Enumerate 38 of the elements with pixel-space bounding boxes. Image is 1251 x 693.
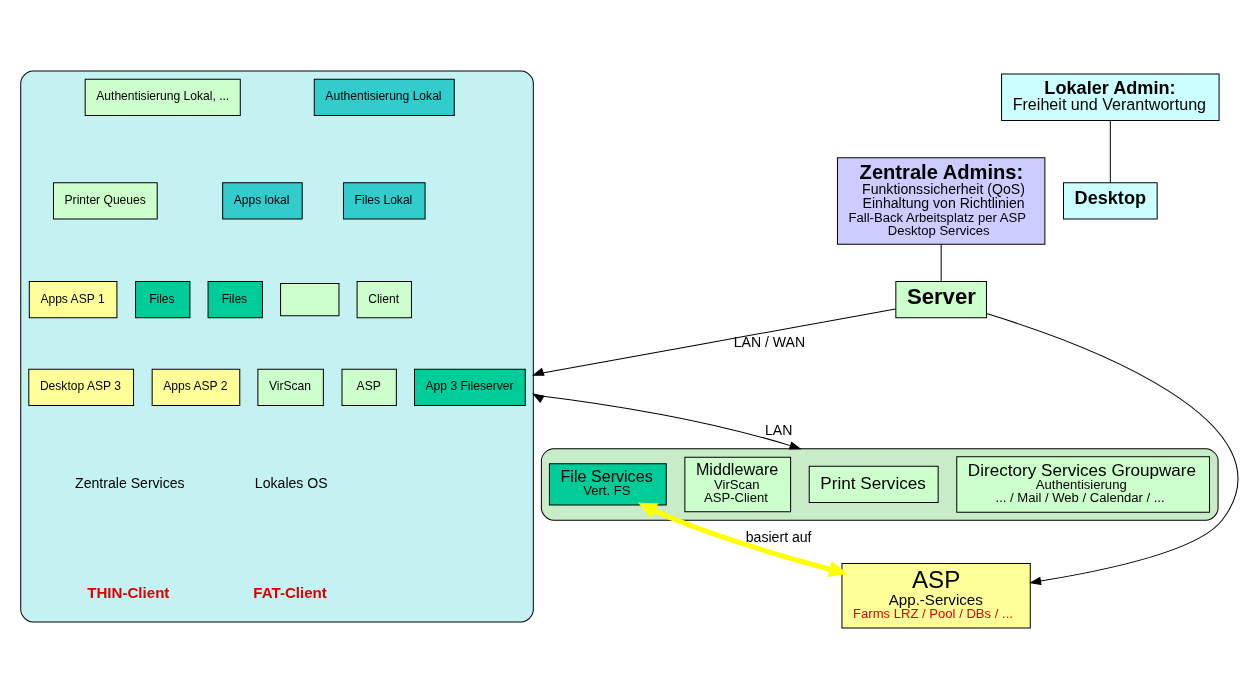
label: FAT-Client: [253, 584, 327, 602]
connector: [940, 243, 942, 282]
connector: [1109, 120, 1111, 184]
node-box: Apps lokal: [222, 182, 303, 220]
node-box: Files: [135, 281, 191, 319]
node-box: Zentrale Admins: Funktionssicherheit (QoS) Einhaltung von Richtlinien Fall-Back Arbeitsplatz per ASP Desktop Services: [836, 157, 1046, 245]
arrow: [531, 308, 897, 376]
node-box: Printer Queues: [52, 182, 158, 220]
node-box: VirScan: [257, 368, 324, 406]
node-box: ASP: [341, 368, 397, 406]
node-box: Apps ASP 2: [151, 368, 241, 406]
node-box: Desktop ASP 3: [28, 368, 135, 406]
node-box: ASP App.-Services Farms LRZ / Pool / DBs / ...: [841, 563, 1031, 629]
node-box: Print Services: [808, 465, 939, 504]
edge-label: LAN: [764, 421, 793, 438]
node-box: Apps ASP 1: [28, 281, 118, 319]
node-box: Client: [356, 281, 412, 319]
arrow: [532, 393, 802, 450]
node-box: Files Lokal: [343, 182, 426, 220]
label: THIN-Client: [87, 584, 170, 602]
arrow: [637, 502, 848, 578]
arrow: [985, 313, 1239, 586]
node-box: [280, 283, 340, 317]
node-box: Files: [207, 281, 263, 319]
edge-label: basiert auf: [745, 528, 812, 545]
node-box: Desktop: [1063, 182, 1158, 220]
node-box: Directory Services Groupware Authentisierung ... / Mail / Web / Calendar / ...: [956, 456, 1211, 513]
label: Lokales OS: [254, 475, 328, 492]
node-box: File Services Vert. FS: [548, 463, 667, 506]
node-box: App 3 Fileserver: [414, 368, 526, 406]
node-box: Authentisierung Lokal: [313, 78, 455, 116]
label: Zentrale Services: [75, 475, 185, 492]
node-box: Middleware VirScan ASP-Client: [684, 456, 792, 513]
node-box: Authentisierung Lokal, ...: [84, 78, 241, 116]
node-box: Lokaler Admin: Freiheit und Verantwortung: [1001, 73, 1220, 121]
node-box: Server: [895, 281, 987, 319]
cluster: [20, 70, 534, 623]
edge-label: LAN / WAN: [733, 334, 806, 351]
